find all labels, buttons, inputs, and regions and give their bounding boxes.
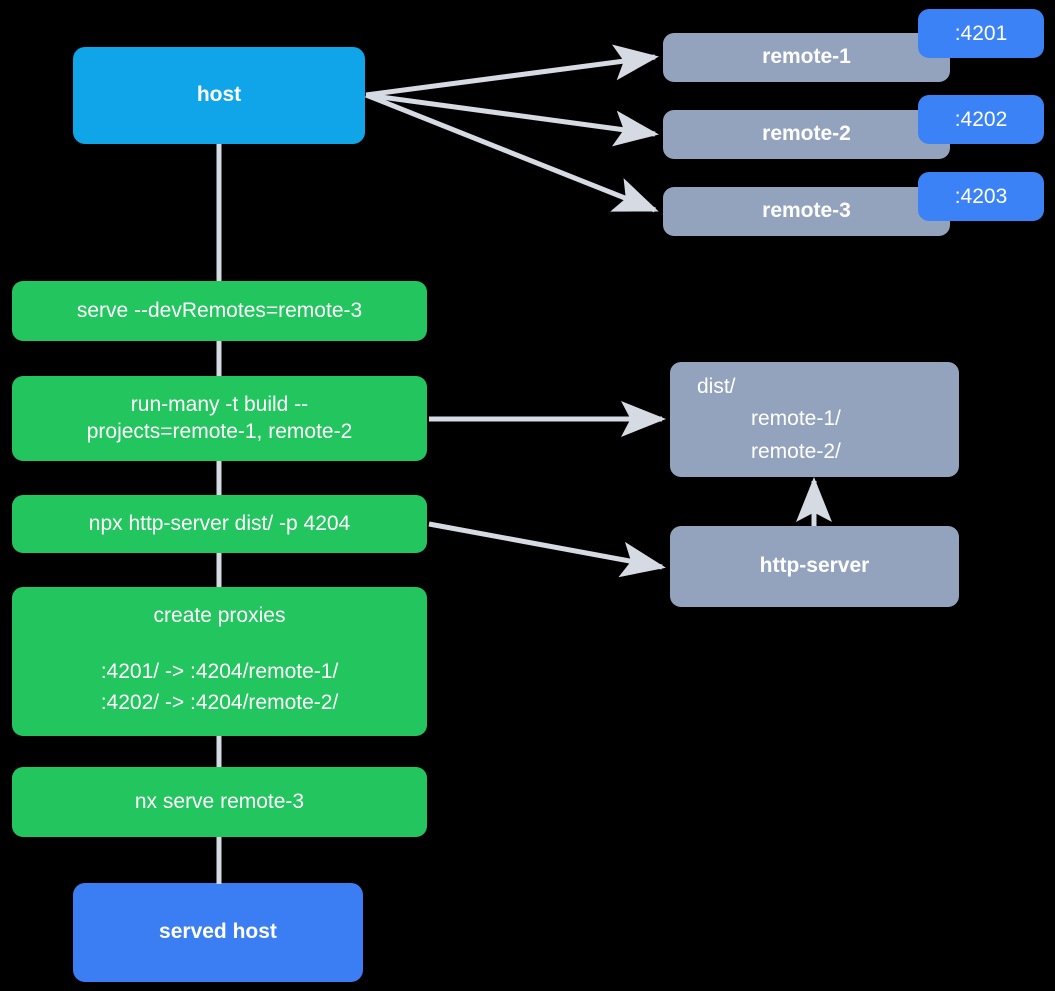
proxy-mapping-list: :4201/ -> :4204/remote-1/ :4202/ -> :420… xyxy=(101,656,339,719)
dist-child-remote-1: remote-1/ xyxy=(751,407,841,431)
node-remote-2[interactable]: remote-2 xyxy=(663,110,950,159)
node-remote-3-label: remote-3 xyxy=(762,199,851,223)
node-served-host[interactable]: served host xyxy=(73,883,363,982)
node-served-host-label: served host xyxy=(159,920,277,944)
node-host[interactable]: host xyxy=(73,47,365,144)
port-badge-remote-3: :4203 xyxy=(918,172,1044,221)
proxy-mapping-1: :4201/ -> :4204/remote-1/ xyxy=(100,659,339,683)
node-host-label: host xyxy=(196,83,242,107)
proxy-mapping-2: :4202/ -> :4204/remote-2/ xyxy=(100,691,339,715)
edge-host-to-remote-3 xyxy=(365,92,659,213)
dist-root-label: dist/ xyxy=(697,374,736,398)
node-remote-3[interactable]: remote-3 xyxy=(663,187,950,236)
command-serve-devremotes[interactable]: serve --devRemotes=remote-3 xyxy=(12,281,427,341)
command-create-proxies-label: create proxies xyxy=(153,604,286,627)
node-remote-2-label: remote-2 xyxy=(762,122,851,146)
edge-host-to-remote-1 xyxy=(365,44,659,98)
command-npx-http-server[interactable]: npx http-server dist/ -p 4204 xyxy=(12,495,427,553)
command-nx-serve-remote-3-label: nx serve remote-3 xyxy=(134,789,305,813)
dist-child-remote-2: remote-2/ xyxy=(751,439,841,463)
command-create-proxies[interactable]: create proxies :4201/ -> :4204/remote-1/… xyxy=(12,587,427,736)
edge-host-to-remote-2 xyxy=(365,92,659,147)
node-dist-folder[interactable]: dist/ remote-1/ remote-2/ xyxy=(670,362,959,477)
port-badge-remote-2: :4202 xyxy=(918,95,1044,144)
port-badge-remote-2-label: :4202 xyxy=(954,107,1008,131)
command-serve-devremotes-label: serve --devRemotes=remote-3 xyxy=(76,298,363,322)
edge-host-to-remotes xyxy=(365,44,659,213)
dist-tree: dist/ remote-1/ remote-2/ xyxy=(697,371,841,469)
port-badge-remote-3-label: :4203 xyxy=(954,184,1008,208)
port-badge-remote-1-label: :4201 xyxy=(954,21,1008,45)
command-npx-http-server-label: npx http-server dist/ -p 4204 xyxy=(88,511,351,535)
command-nx-serve-remote-3[interactable]: nx serve remote-3 xyxy=(12,767,427,837)
port-badge-remote-1: :4201 xyxy=(918,9,1044,58)
node-remote-1-label: remote-1 xyxy=(762,45,851,69)
node-http-server-label: http-server xyxy=(759,554,870,578)
command-run-many-build-line-1: run-many -t build -- xyxy=(130,392,309,416)
edge-npx-to-httpserver xyxy=(428,521,666,578)
node-remote-1[interactable]: remote-1 xyxy=(663,33,950,82)
command-run-many-build-line-2: projects=remote-1, remote-2 xyxy=(86,419,353,443)
command-run-many-build[interactable]: run-many -t build -- projects=remote-1, … xyxy=(12,376,427,461)
node-http-server[interactable]: http-server xyxy=(670,526,959,607)
